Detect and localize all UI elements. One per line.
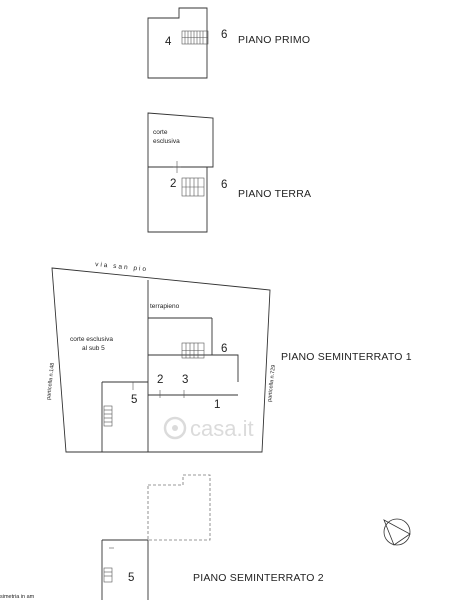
- corte-sub5-label: al sub 5: [82, 345, 105, 352]
- corte-label-line2: esclusiva: [153, 138, 180, 145]
- room-5-label: 5: [131, 394, 137, 406]
- corte-label-line1: corte: [153, 129, 168, 136]
- watermark: casa.it: [163, 416, 254, 441]
- staircase-terra: [181, 177, 205, 197]
- particella-148-label: particella n.148: [46, 362, 56, 400]
- piano-terra-title: PIANO TERRA: [238, 188, 311, 200]
- piano-seminterrato-1-title: PIANO SEMINTERRATO 1: [281, 351, 412, 363]
- floor-piano-terra: corte esclusiva 2 6 PIANO TERRA: [147, 112, 311, 233]
- room-6-label: 6: [221, 343, 227, 355]
- north-arrow-icon: [383, 518, 411, 546]
- staircase-primo: [181, 30, 209, 45]
- room-6-label: 6: [221, 179, 227, 191]
- corte-esclusiva-label: corte esclusiva: [70, 336, 113, 343]
- terrapieno-area: [147, 280, 213, 452]
- piano-seminterrato-2-title: PIANO SEMINTERRATO 2: [193, 572, 324, 584]
- floor-piano-seminterrato-2: 5 PIANO SEMINTERRATO 2: [101, 474, 324, 600]
- piano-primo-outline: [147, 7, 208, 79]
- particella-729-label: particella n.729: [267, 364, 277, 402]
- floor-piano-seminterrato-1: via san pio terrapieno corte esclusiva a…: [46, 261, 412, 453]
- footer-note: simetria in am: [0, 594, 35, 600]
- stair-seminterrato-2: [103, 567, 113, 583]
- room-3-label: 3: [182, 374, 188, 386]
- room-6-label: 6: [221, 29, 227, 41]
- room-1-label: 1: [214, 399, 220, 411]
- room-5-label: 5: [128, 572, 134, 584]
- street-label: via san pio: [95, 261, 149, 273]
- room-2-label: 2: [170, 178, 176, 190]
- stair-room-5: [103, 405, 113, 427]
- piano-primo-title: PIANO PRIMO: [238, 34, 310, 46]
- room-2-label: 2: [157, 374, 163, 386]
- inner-walls: [101, 354, 239, 452]
- terrapieno-label: terrapieno: [150, 303, 180, 310]
- watermark-text: casa.it: [190, 416, 254, 441]
- seminterrato-1-outline: [51, 267, 271, 453]
- seminterrato-2-outline: [101, 539, 149, 600]
- staircase-seminterrato-1: [181, 342, 205, 359]
- upper-floor-outline-dashed: [147, 474, 211, 541]
- room-4-label: 4: [165, 36, 172, 48]
- floor-piano-primo: 4 6 PIANO PRIMO: [147, 7, 310, 79]
